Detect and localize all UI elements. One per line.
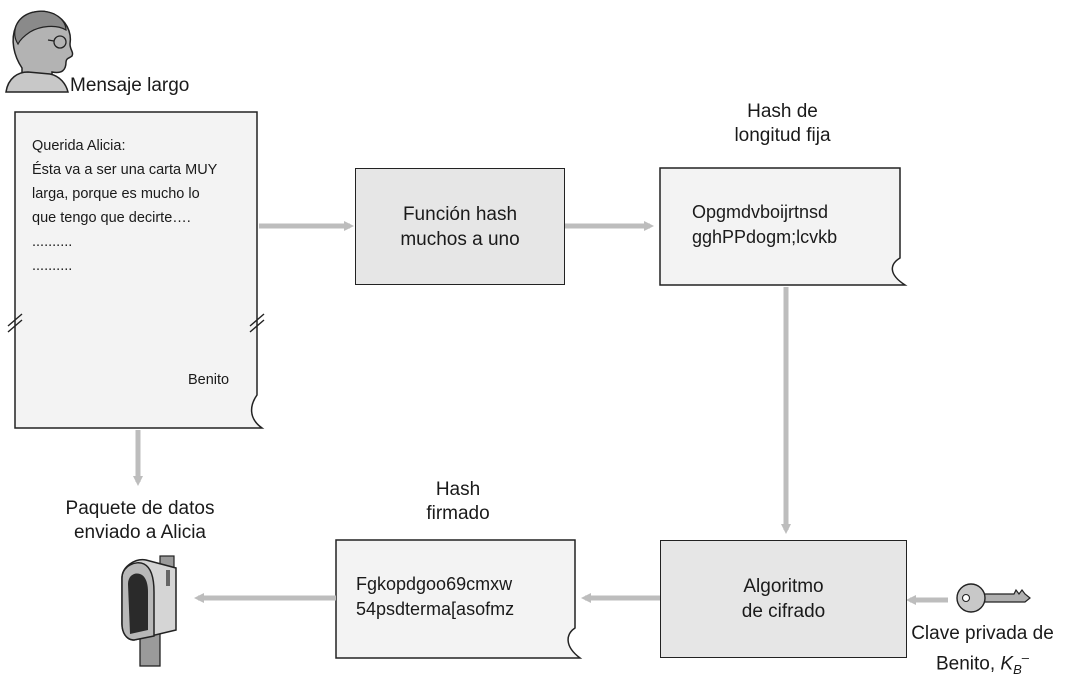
letter-line: larga, porque es mucho lo [32, 186, 200, 202]
key-superscript: – [1021, 650, 1030, 665]
letter-body: Querida Alicia: Ésta va a ser una carta … [32, 134, 217, 278]
packet-line2: enviado a Alicia [73, 522, 207, 543]
private-key-line1: Clave privada de [911, 623, 1054, 644]
signed-hash-value: Fgkopdgoo69cmxw 54psdterma[asofmz [356, 572, 514, 622]
signed-hash-title-line1: Hash [435, 479, 481, 500]
fixed-hash-value: Opgmdvboijrtnsd gghPPdogm;lcvkb [692, 200, 837, 250]
diagram-canvas [5, 10, 1031, 667]
signed-hash-line2: 54psdterma[asofmz [356, 599, 515, 619]
private-key-owner: Benito, [935, 653, 1001, 675]
key-icon [956, 583, 1031, 613]
signed-hash-title-line2: firmado [426, 503, 490, 524]
encryption-box: Algoritmo de cifrado [660, 540, 907, 658]
letter-line: .......... [32, 234, 73, 250]
private-key-label: Clave privada de Benito, KB– [895, 622, 1070, 682]
key-subscript: B [1013, 662, 1022, 678]
signed-hash-line1: Fgkopdgoo69cmxw [356, 574, 513, 594]
signed-hash-document [335, 539, 583, 659]
packet-line1: Paquete de datos [65, 498, 215, 519]
hash-function-line1: Función hash [402, 203, 518, 225]
fixed-hash-line2: gghPPdogm;lcvkb [692, 227, 838, 247]
mailbox-icon [121, 555, 177, 667]
letter-document [14, 111, 265, 429]
letter-signature: Benito [188, 372, 230, 388]
flow-arrows [133, 221, 948, 605]
fixed-hash-line1: Opgmdvboijrtnsd [692, 202, 829, 222]
fixed-hash-document [659, 167, 908, 286]
key-symbol: K [1000, 653, 1014, 675]
fixed-hash-title: Hash de longitud fija [660, 100, 905, 148]
fixed-hash-title-line1: Hash de [747, 101, 818, 122]
person-icon [5, 10, 74, 93]
message-label: Mensaje largo [70, 75, 190, 96]
packet-label: Paquete de datos enviado a Alicia [40, 497, 240, 545]
letter-line: .......... [32, 258, 73, 274]
private-key-line2: Benito, KB– [895, 646, 1070, 682]
hash-function-line2: muchos a uno [400, 228, 520, 250]
letter-line: que tengo que decirte…. [32, 210, 191, 226]
letter-line: Ésta va a ser una carta MUY [32, 162, 218, 178]
signed-hash-title: Hash firmado [336, 478, 580, 526]
encryption-line2: de cifrado [741, 601, 826, 622]
break-marks [7, 313, 265, 333]
fixed-hash-title-line2: longitud fija [734, 125, 831, 146]
hash-function-box: Función hash muchos a uno [355, 168, 565, 285]
encryption-line1: Algoritmo [743, 576, 824, 597]
letter-line: Querida Alicia: [32, 138, 126, 154]
